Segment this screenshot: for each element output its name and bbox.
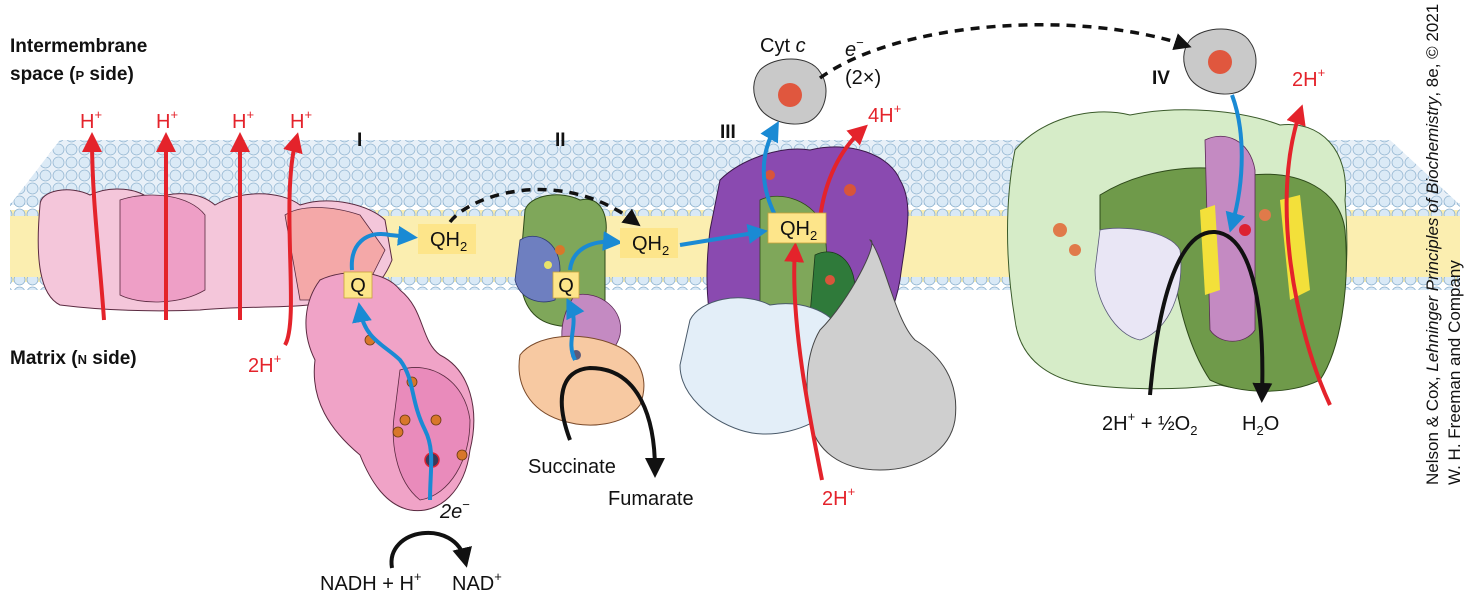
q-box-complex-II	[552, 271, 580, 299]
quinone-boxes: Q QH2 Q QH2 QH2	[343, 212, 827, 299]
complex-IV-label: IV	[1152, 68, 1170, 89]
electron-path-complex-II	[566, 297, 585, 361]
water-label: H2O	[1242, 413, 1279, 438]
proton-arrow-complex-IV	[1284, 104, 1332, 406]
two-electron-label: 2e−	[439, 497, 470, 523]
succinate-curve-arrow	[559, 365, 665, 478]
proton-arrow-complex-III-out	[818, 124, 868, 219]
proton-arrow-1	[82, 132, 106, 321]
qh2-box-complex-III	[767, 212, 827, 244]
cyt-c-label: Cyt c	[760, 35, 806, 57]
electron-arrows	[349, 94, 1245, 501]
electron-label: e−	[845, 35, 864, 61]
intermembrane-label-line2: space (P side)	[10, 64, 134, 85]
complex-IV	[1007, 109, 1348, 392]
credit-line-1: Nelson & Cox, Lehninger Principles of Bi…	[1423, 4, 1442, 485]
proton-arrows	[82, 104, 1332, 481]
electron-arrow-cytc-to-IV	[1225, 94, 1245, 233]
h-plus-label-1: H+	[80, 107, 102, 133]
cytochrome-c-left	[753, 58, 827, 125]
intermembrane-label-line1: Intermembrane	[10, 36, 147, 57]
oxygen-curve-arrow	[1148, 229, 1273, 403]
matrix-label: Matrix (N side)	[10, 348, 137, 369]
electron-arrow-qh2-to-cytc	[760, 121, 779, 216]
qh2-label-II: QH2	[632, 233, 669, 258]
two-times-label: (2×)	[845, 67, 881, 89]
cytochrome-c-right	[1183, 28, 1257, 95]
q-box-complex-I	[343, 271, 373, 299]
electron-arrow-q-to-qh2-I	[349, 225, 418, 271]
qh2-box-complex-II	[620, 228, 678, 258]
h-plus-label-4: H+	[290, 107, 312, 133]
dashed-arrows	[448, 23, 1192, 227]
q-label-II: Q	[558, 275, 574, 297]
dashed-arrow-cytc-to-IV	[818, 23, 1192, 80]
succinate-label: Succinate	[528, 456, 616, 478]
nad-label: NAD+	[452, 569, 502, 595]
two-h-plus-complex-I: 2H+	[248, 351, 281, 377]
proton-arrow-4	[283, 132, 303, 347]
qh2-label-III: QH2	[780, 218, 817, 243]
qh2-box-complex-I	[418, 224, 476, 254]
nadh-label: NADH + H+	[320, 569, 422, 595]
complex-II-label: II	[555, 130, 566, 151]
dashed-arrow-qh2-I-to-II	[448, 187, 641, 227]
complex-III-label: III	[720, 122, 736, 143]
two-h-plus-complex-IV: 2H+	[1292, 65, 1325, 91]
oxygen-label: 2H+ + ½O2	[1102, 409, 1197, 438]
nadh-curve-arrow	[389, 530, 472, 569]
complex-II	[514, 194, 645, 426]
complex-I-label: I	[357, 130, 362, 151]
two-h-plus-complex-III: 2H+	[822, 484, 855, 510]
fumarate-label: Fumarate	[608, 488, 694, 510]
proton-arrow-complex-III-in	[784, 242, 824, 481]
electron-arrow-qh2-to-III	[679, 224, 768, 247]
credit-line-2: W. H. Freeman and Company	[1445, 260, 1464, 485]
complex-III	[679, 146, 957, 471]
electron-path-complex-I	[352, 302, 434, 501]
h-plus-label-3: H+	[232, 107, 254, 133]
black-arrows	[389, 229, 1273, 569]
four-h-plus-complex-III: 4H+	[868, 101, 901, 127]
qh2-label-I: QH2	[430, 229, 467, 254]
h-plus-label-2: H+	[156, 107, 178, 133]
q-label-I: Q	[350, 275, 366, 297]
electron-arrow-q-to-qh2-II	[568, 231, 623, 271]
